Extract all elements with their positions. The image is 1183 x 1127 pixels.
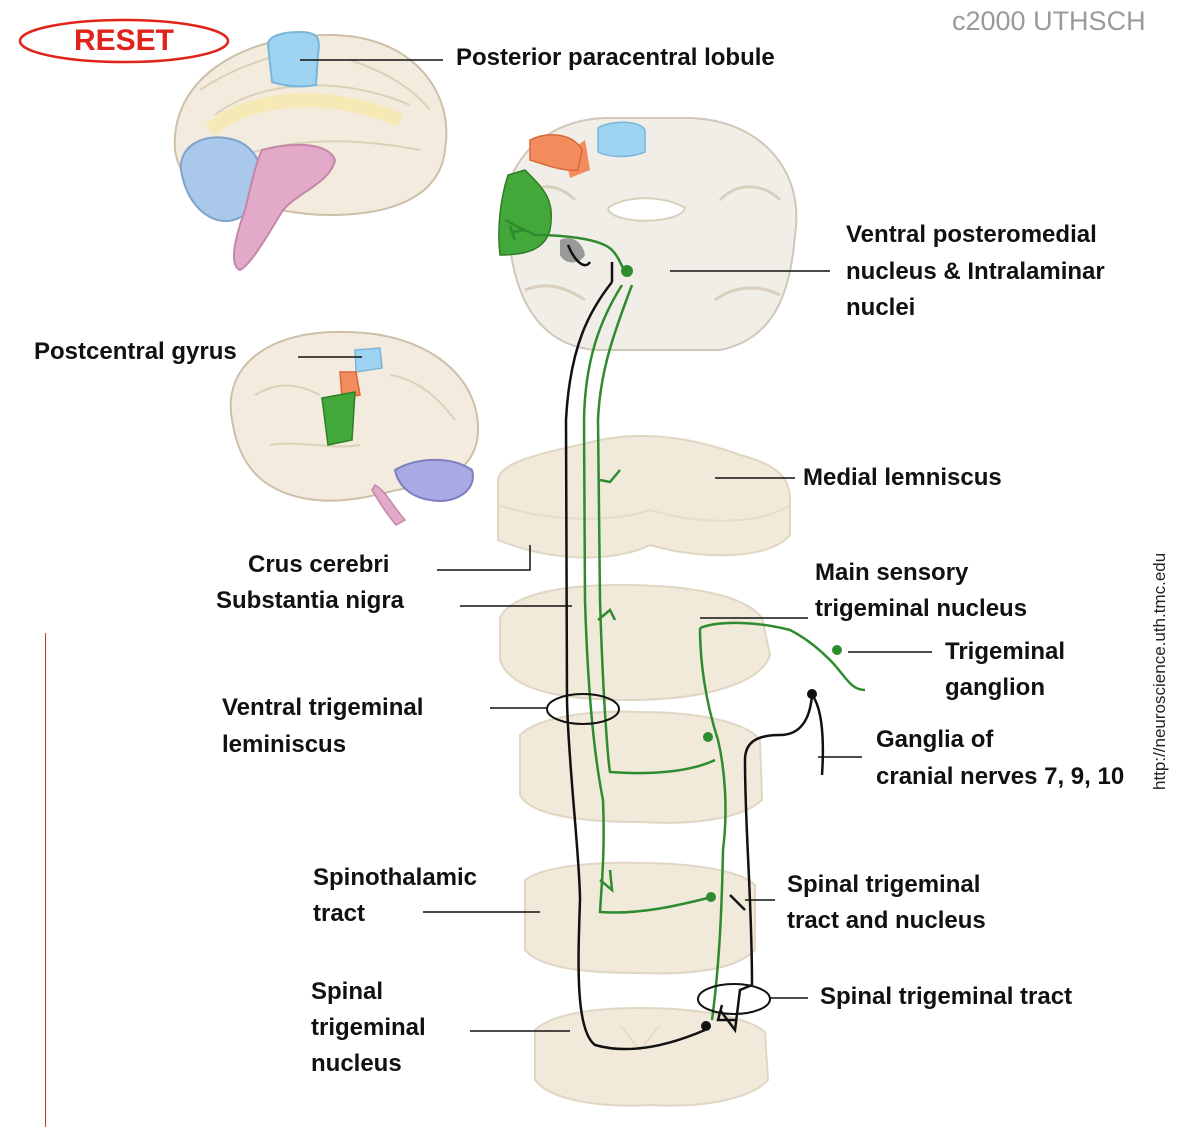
label-spinal-trig-nucleus-line3[interactable]: nucleus <box>311 1046 402 1082</box>
midbrain-section <box>498 436 790 558</box>
label-spinal-trig-nucleus-line1[interactable]: Spinal <box>311 974 383 1010</box>
pons-section <box>500 585 770 700</box>
label-main-sensory-line1[interactable]: Main sensory <box>815 555 968 591</box>
label-postcentral-gyrus[interactable]: Postcentral gyrus <box>34 334 237 370</box>
label-substantia-nigra[interactable]: Substantia nigra <box>216 583 404 619</box>
label-spinal-trig-tract-nucleus-line1[interactable]: Spinal trigeminal <box>787 867 980 903</box>
spinal-cord-section <box>535 1008 768 1106</box>
label-medial-lemniscus[interactable]: Medial lemniscus <box>803 460 1002 496</box>
label-ventral-trigeminal-line1[interactable]: Ventral trigeminal <box>222 690 423 726</box>
label-trigeminal-ganglion-line2[interactable]: ganglion <box>945 670 1045 706</box>
label-main-sensory-line2[interactable]: trigeminal nucleus <box>815 591 1027 627</box>
label-vpm-line1[interactable]: Ventral posteromedial <box>846 217 1097 253</box>
reset-button[interactable]: RESET <box>18 18 230 64</box>
label-spinal-trigeminal-tract[interactable]: Spinal trigeminal tract <box>820 979 1072 1015</box>
label-ganglia-line2[interactable]: cranial nerves 7, 9, 10 <box>876 759 1124 795</box>
label-posterior-paracentral-lobule[interactable]: Posterior paracentral lobule <box>456 40 775 76</box>
left-divider-line <box>45 633 46 1127</box>
spinal-trigeminal-tract-ring <box>698 984 770 1014</box>
label-vpm-line2[interactable]: nucleus & Intralaminar <box>846 254 1105 290</box>
label-ventral-trigeminal-line2[interactable]: leminiscus <box>222 727 346 763</box>
label-crus-cerebri[interactable]: Crus cerebri <box>248 547 389 583</box>
lateral-brain-view <box>231 332 478 525</box>
source-url[interactable]: http://neuroscience.uth.tmc.edu <box>1150 553 1170 790</box>
reset-button-label: RESET <box>18 18 230 64</box>
medial-brain-view <box>175 32 447 270</box>
label-spinal-trig-tract-nucleus-line2[interactable]: tract and nucleus <box>787 903 986 939</box>
label-spinal-trig-nucleus-line2[interactable]: trigeminal <box>311 1010 426 1046</box>
label-ganglia-line1[interactable]: Ganglia of <box>876 722 993 758</box>
label-spinothalamic-line1[interactable]: Spinothalamic <box>313 860 477 896</box>
label-vpm-line3[interactable]: nuclei <box>846 290 915 326</box>
label-trigeminal-ganglion-line1[interactable]: Trigeminal <box>945 634 1065 670</box>
label-spinothalamic-line2[interactable]: tract <box>313 896 365 932</box>
copyright-notice: c2000 UTHSCH <box>952 6 1146 37</box>
